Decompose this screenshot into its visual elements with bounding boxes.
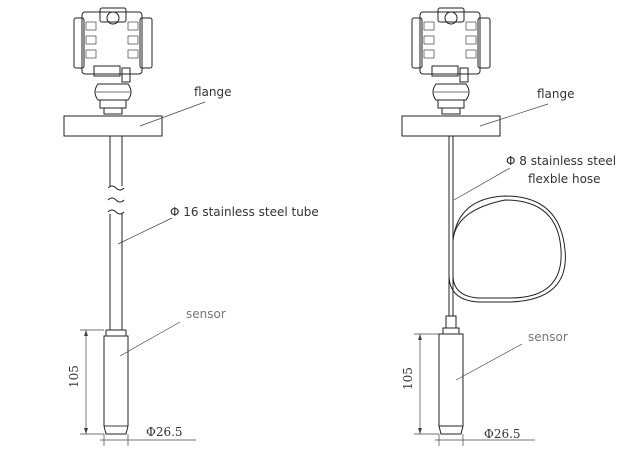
- right-hose-label-line2: flexble hose: [528, 172, 601, 186]
- right-diameter-dimension: [435, 434, 535, 446]
- left-sensor: [103, 329, 129, 435]
- right-sensor: [438, 327, 464, 435]
- left-flange-label: flange: [194, 85, 232, 99]
- left-sensor-leader: [119, 321, 181, 357]
- right-flange: [401, 115, 501, 137]
- left-diameter-label: Φ26.5: [146, 425, 183, 439]
- left-transmitter-housing: [73, 7, 153, 83]
- right-sensor-leader: [455, 343, 523, 381]
- left-flange: [63, 115, 163, 137]
- left-length-label: 105: [67, 365, 81, 388]
- left-sensor-label: sensor: [186, 307, 226, 321]
- left-tube-label: Φ 16 stainless steel tube: [170, 205, 319, 219]
- left-level-transmitter: flange Φ 16 stainless steel tube sensor: [63, 7, 319, 446]
- right-flange-label: flange: [537, 87, 575, 101]
- right-length-label: 105: [401, 367, 415, 390]
- right-diameter-label: Φ26.5: [484, 427, 521, 441]
- right-hose: [445, 136, 566, 329]
- left-length-dimension: [80, 329, 104, 435]
- right-length-dimension: [414, 333, 439, 435]
- right-hose-label-line1: Φ 8 stainless steel: [506, 154, 616, 168]
- left-tube-leader: [117, 217, 173, 245]
- left-diameter-dimension: [100, 434, 196, 446]
- right-sensor-label: sensor: [528, 330, 568, 344]
- right-flange-leader: [479, 103, 549, 127]
- left-neck: [94, 83, 132, 115]
- right-hose-leader: [453, 167, 511, 201]
- right-level-transmitter: flange Φ 8 stainless steel flexble hose …: [401, 7, 616, 446]
- right-transmitter-housing: [411, 7, 491, 83]
- left-tube: [107, 136, 125, 330]
- left-flange-leader: [139, 101, 206, 127]
- right-neck: [432, 83, 470, 115]
